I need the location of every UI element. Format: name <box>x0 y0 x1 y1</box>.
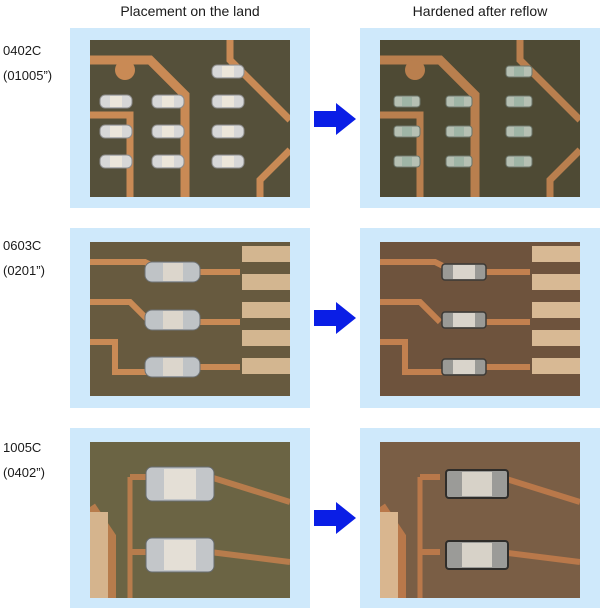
pcb-photo-1005-after-reflow <box>380 442 580 598</box>
size-label: 0402C <box>3 43 42 58</box>
pcb-photo-0402-placement <box>90 40 290 197</box>
header-placement: Placement on the land <box>120 3 260 19</box>
right-arrow-icon <box>314 302 356 334</box>
header-after-reflow: Hardened after reflow <box>412 3 548 19</box>
panel-before-1005 <box>70 428 310 608</box>
size-label: 0603C <box>3 238 42 253</box>
right-arrow-icon <box>314 103 356 135</box>
right-arrow-icon <box>314 502 356 534</box>
row-label-0603: 0603C (0201”) <box>3 233 45 283</box>
panel-after-0603 <box>360 228 600 408</box>
panel-before-0402 <box>70 28 310 208</box>
pcb-photo-0603-placement <box>90 242 290 396</box>
pcb-photo-0603-after-reflow <box>380 242 580 396</box>
size-sub-label: (01005”) <box>3 68 53 83</box>
row-label-0402: 0402C (01005”) <box>3 38 52 88</box>
pcb-photo-1005-placement <box>90 442 290 598</box>
panel-after-1005 <box>360 428 600 608</box>
row-label-1005: 1005C (0402”) <box>3 435 45 485</box>
panel-after-0402 <box>360 28 600 208</box>
panel-before-0603 <box>70 228 310 408</box>
size-sub-label: (0201”) <box>3 263 45 278</box>
pcb-photo-0402-after-reflow <box>380 40 580 197</box>
size-label: 1005C <box>3 440 42 455</box>
size-sub-label: (0402”) <box>3 465 45 480</box>
